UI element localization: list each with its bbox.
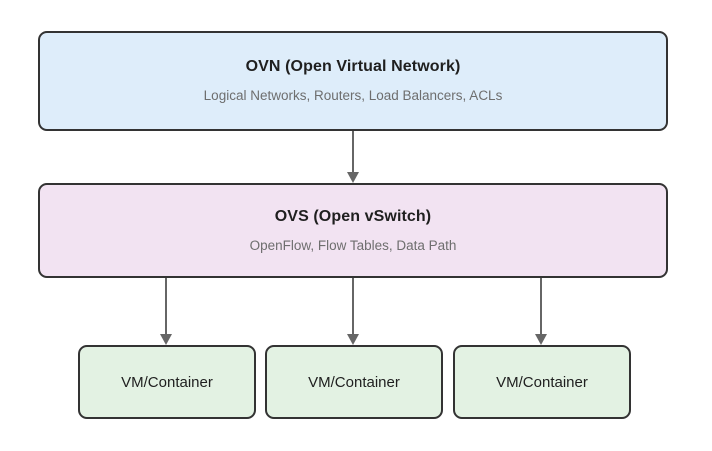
arrow-head-icon (347, 334, 359, 345)
arrow-head-icon (347, 172, 359, 183)
node-ovn-title: OVN (Open Virtual Network) (245, 58, 461, 76)
node-vm-1-label: VM/Container (121, 373, 213, 391)
arrow-ovs-to-vm-3 (535, 278, 547, 345)
node-ovn-subtitle: Logical Networks, Routers, Load Balancer… (203, 88, 503, 104)
node-ovn[interactable]: OVN (Open Virtual Network) Logical Netwo… (38, 31, 668, 131)
node-vm-2-label: VM/Container (308, 373, 400, 391)
node-ovs[interactable]: OVS (Open vSwitch) OpenFlow, Flow Tables… (38, 183, 668, 278)
node-vm-3-label: VM/Container (496, 373, 588, 391)
node-vm-2[interactable]: VM/Container (265, 345, 443, 419)
node-ovs-subtitle: OpenFlow, Flow Tables, Data Path (249, 237, 457, 253)
arrow-head-icon (160, 334, 172, 345)
node-vm-3[interactable]: VM/Container (453, 345, 631, 419)
arrow-head-icon (535, 334, 547, 345)
arrow-shaft (352, 131, 354, 172)
node-vm-1[interactable]: VM/Container (78, 345, 256, 419)
node-ovs-title: OVS (Open vSwitch) (274, 207, 432, 225)
arrow-ovn-to-ovs (347, 131, 359, 183)
arrow-shaft (540, 278, 542, 334)
arrow-ovs-to-vm-1 (160, 278, 172, 345)
arrow-shaft (352, 278, 354, 334)
arrow-ovs-to-vm-2 (347, 278, 359, 345)
arrow-shaft (165, 278, 167, 334)
